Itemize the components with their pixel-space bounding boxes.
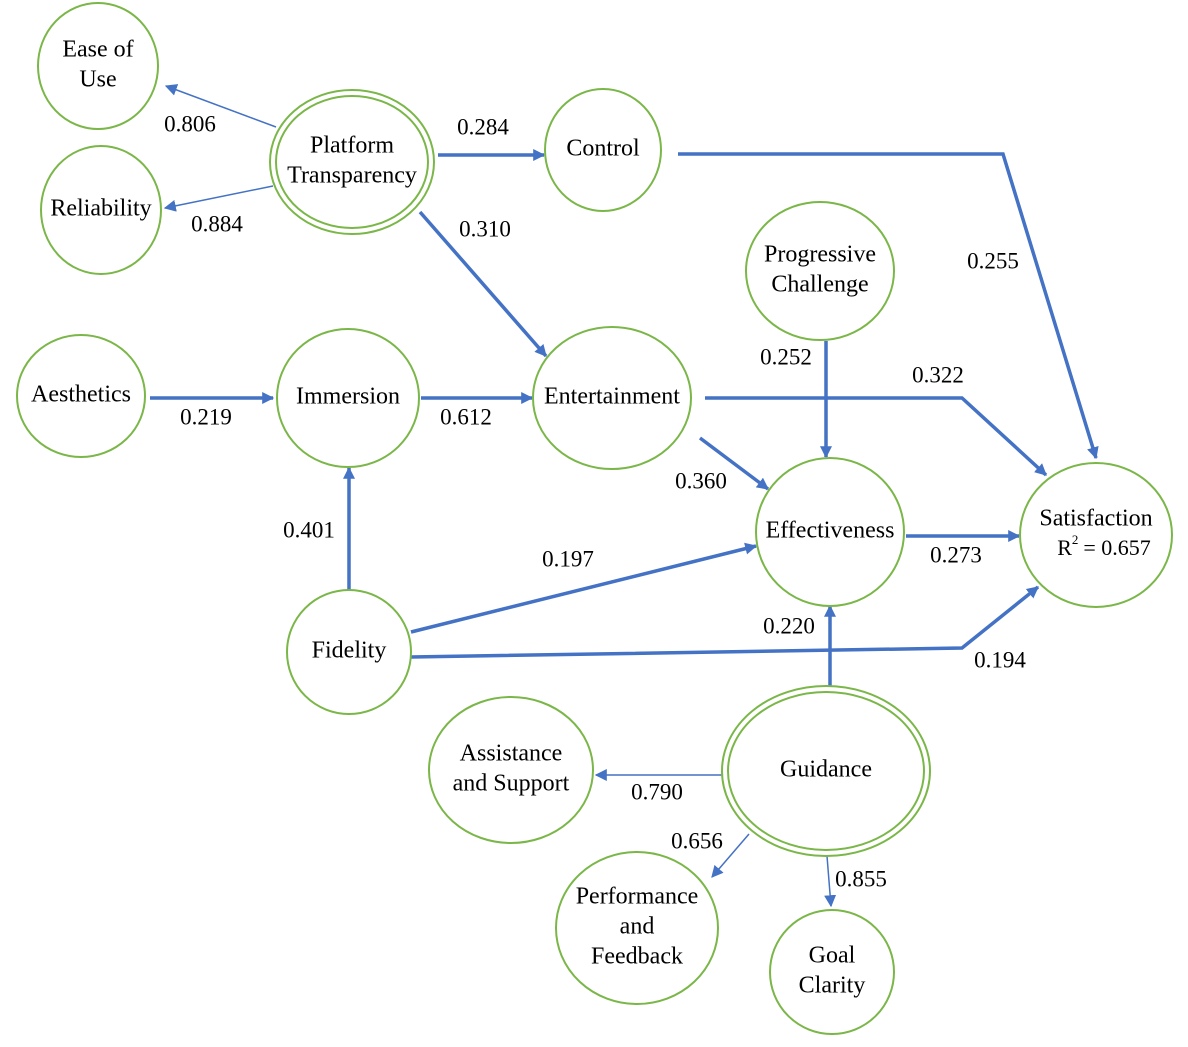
path-coefficient-fid-eff: 0.197 — [542, 546, 594, 571]
construct-label: Goal — [809, 943, 856, 969]
construct-outline — [269, 89, 435, 235]
construct-outline — [555, 851, 719, 1005]
path-coefficient-ent-sat: 0.322 — [912, 362, 964, 387]
construct-immersion: Immersion — [276, 328, 420, 468]
construct-label: Challenge — [771, 272, 868, 298]
r-squared-symbol: R — [1057, 535, 1072, 560]
construct-effectiveness: Effectiveness — [755, 457, 905, 607]
path-arrow-pt-ent — [418, 210, 548, 358]
construct-assistance-support: Assistance and Support — [428, 696, 594, 844]
construct-label: Reliability — [50, 196, 151, 222]
construct-label: Control — [566, 136, 640, 162]
construct-outline — [721, 685, 931, 857]
construct-label: Aesthetics — [31, 382, 131, 408]
construct-label: Guidance — [780, 757, 872, 783]
path-arrow-pt-eou — [164, 84, 277, 128]
construct-outline — [769, 909, 895, 1035]
path-arrow-pt-rel — [163, 185, 274, 212]
construct-inner-outline — [275, 95, 429, 229]
path-coefficient-pt-ent: 0.310 — [459, 216, 511, 241]
path-arrow-gui-pf — [711, 833, 750, 878]
construct-outline — [532, 326, 692, 470]
path-coefficient-gui-as: 0.790 — [631, 779, 683, 804]
path-coefficient-fid-imm: 0.401 — [283, 517, 335, 542]
path-coefficient-ctrl-sat: 0.255 — [967, 248, 1019, 273]
path-arrow-ent-sat — [705, 396, 1048, 477]
path-arrow-fid-eff — [410, 542, 758, 634]
path-coefficient-ent-eff: 0.360 — [675, 468, 727, 493]
path-coefficient-gui-eff: 0.220 — [763, 613, 815, 638]
r-squared-value: = 0.657 — [1083, 535, 1150, 560]
construct-outline — [745, 201, 895, 341]
path-arrow-ctrl-sat — [678, 152, 1099, 460]
path-coefficient-gui-pf: 0.656 — [671, 828, 723, 853]
path-arrow-gui-gc — [824, 855, 837, 908]
construct-label: Satisfaction — [1039, 506, 1152, 532]
construct-outline — [286, 589, 412, 715]
construct-entertainment: Entertainment — [532, 326, 692, 470]
construct-outline — [37, 2, 159, 130]
path-coefficient-imm-ent: 0.612 — [440, 404, 492, 429]
construct-label: Progressive — [764, 242, 876, 268]
construct-label: Immersion — [296, 384, 400, 410]
construct-label: Performance — [576, 884, 699, 910]
construct-reliability: Reliability — [40, 145, 162, 275]
construct-outline — [755, 457, 905, 607]
path-coefficient-pc-eff: 0.252 — [760, 344, 812, 369]
construct-label: Clarity — [799, 973, 866, 999]
construct-guidance: Guidance — [721, 685, 931, 857]
construct-label: Use — [79, 67, 116, 93]
r-squared-label: R2 = 0.657 — [1057, 532, 1151, 560]
paths-layer — [150, 84, 1099, 908]
construct-outline — [16, 334, 146, 458]
construct-label: Effectiveness — [766, 518, 895, 544]
construct-control: Control — [544, 88, 662, 212]
construct-label: Entertainment — [544, 384, 680, 410]
construct-label: Ease of — [62, 37, 133, 63]
path-arrow-ent-eff — [698, 436, 770, 491]
construct-inner-outline — [727, 691, 925, 851]
construct-label: Feedback — [591, 944, 683, 970]
construct-label: Platform — [310, 133, 394, 159]
construct-fidelity: Fidelity — [286, 589, 412, 715]
construct-ease-of-use: Ease of Use — [37, 2, 159, 130]
path-coefficient-eff-sat: 0.273 — [930, 542, 982, 567]
construct-label: and Support — [453, 771, 570, 797]
path-coefficient-pt-rel: 0.884 — [191, 211, 243, 236]
path-coefficient-pt-ctrl: 0.284 — [457, 114, 509, 139]
construct-label: Assistance — [460, 741, 563, 767]
path-coefficient-fid-sat: 0.194 — [974, 647, 1026, 672]
path-coefficient-pt-eou: 0.806 — [164, 111, 216, 136]
construct-label: and — [620, 914, 655, 940]
construct-outline — [428, 696, 594, 844]
coefficients-layer: 0.806 0.884 0.284 0.310 0.255 0.219 0.612 0.322… — [164, 111, 1026, 891]
construct-outline — [1019, 462, 1173, 608]
construct-outline — [276, 328, 420, 468]
r-squared-exponent: 2 — [1072, 532, 1079, 547]
construct-aesthetics: Aesthetics — [16, 334, 146, 458]
path-arrow-fid-sat — [410, 585, 1040, 659]
construct-label: Transparency — [287, 163, 417, 189]
construct-outline — [40, 145, 162, 275]
path-coefficient-aes-imm: 0.219 — [180, 404, 232, 429]
construct-label: Fidelity — [312, 638, 387, 664]
path-coefficient-gui-gc: 0.855 — [835, 866, 887, 891]
construct-outline — [544, 88, 662, 212]
